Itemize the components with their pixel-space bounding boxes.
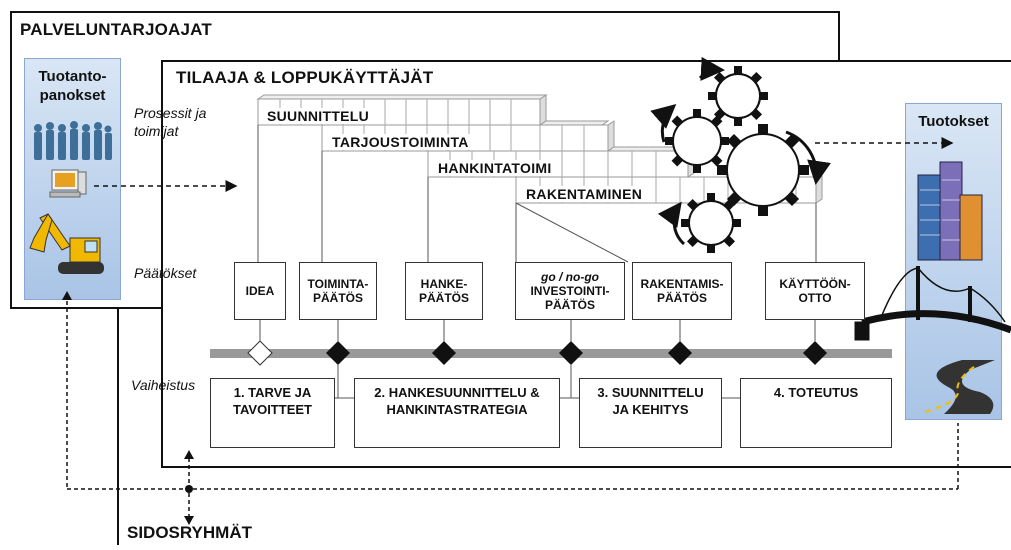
decision-investointipaatos: go / no-go INVESTOINTI- PÄÄTÖS (515, 262, 625, 320)
grid-stems (257, 125, 817, 263)
service-providers-title: PALVELUNTARJOAJAT (20, 20, 212, 39)
milestone-2 (326, 341, 350, 365)
road-icon (908, 360, 995, 414)
lane-decisions-label: Päätökset (134, 265, 197, 281)
phase-1-line2: TAVOITTEET (233, 402, 312, 417)
milestone-3 (432, 341, 456, 365)
gear-icon-bottom (681, 193, 741, 253)
milestones (247, 340, 827, 366)
decision-toimintapaatos: TOIMINTA- PÄÄTÖS (299, 262, 377, 320)
decision-4-line0: go / no-go (541, 270, 599, 284)
inputs-title-line2: panokset (39, 87, 106, 104)
milestone-4 (559, 341, 583, 365)
decision-6-line1: KÄYTTÖÖN- (779, 277, 851, 291)
decision-3-line2: PÄÄTÖS (418, 291, 469, 305)
stakeholders-label: SIDOSRYHMÄT (127, 523, 252, 542)
bridge-icon (854, 266, 1011, 341)
phase-4-line1: 4. TOTEUTUS (773, 385, 859, 400)
excavator-icon (29, 213, 104, 274)
gears-illustration (650, 56, 831, 253)
decision-kayttoonotto: KÄYTTÖÖN- OTTO (765, 262, 865, 320)
decision-3-line1: HANKE- (420, 277, 468, 291)
phase-2: 2. HANKESUUNNITTELU & HANKINTASTRATEGIA (354, 378, 560, 448)
buildings-icon (917, 161, 983, 261)
decision-idea: IDEA (234, 262, 286, 320)
decision-connectors (259, 320, 816, 399)
gear-icon-top (708, 66, 768, 126)
decision-idea-line1: IDEA (245, 284, 275, 298)
phase-3-line1: 3. SUUNNITTELU (597, 385, 704, 400)
decision-2-line2: PÄÄTÖS (312, 291, 363, 305)
decision-4-line1: INVESTOINTI- (530, 284, 610, 298)
outputs-title: Tuotokset (918, 113, 989, 130)
phase-3-line2: JA KEHITYS (612, 402, 689, 417)
client-end-users-title: TILAAJA & LOPPUKÄYTTÄJÄT (176, 68, 434, 87)
rotation-arrows (650, 56, 831, 246)
process-label-3: HANKINTATOIMI (436, 160, 554, 176)
process-label-2: TARJOUSTOIMINTA (330, 134, 471, 150)
lane-processes-line1: Prosessit ja (134, 105, 207, 121)
phase-1: 1. TARVE JA TAVOITTEET (210, 378, 335, 448)
decision-2-line1: TOIMINTA- (307, 277, 369, 291)
computer-icon (49, 169, 87, 198)
lane-processes-label: Prosessit ja toimijat (134, 104, 206, 140)
phase-4: 4. TOTEUTUS (740, 378, 892, 448)
timeline-bar (210, 349, 892, 358)
decision-4-line2: PÄÄTÖS (544, 298, 595, 312)
people-icon (34, 121, 112, 160)
decision-rakentamispaatos: RAKENTAMIS- PÄÄTÖS (632, 262, 732, 320)
decision-5-line2: PÄÄTÖS (656, 291, 707, 305)
milestone-6 (803, 341, 827, 365)
phase-3: 3. SUUNNITTELU JA KEHITYS (579, 378, 722, 448)
lane-processes-line2: toimijat (134, 123, 179, 139)
process-label-1: SUUNNITTELU (265, 108, 372, 124)
decision-hankepaatos: HANKE- PÄÄTÖS (405, 262, 483, 320)
loop-junction (185, 485, 193, 493)
phase-2-line2: HANKINTASTRATEGIA (386, 402, 528, 417)
decision-5-line1: RAKENTAMIS- (640, 277, 724, 291)
phase-1-line1: 1. TARVE JA (233, 385, 312, 400)
lane-phases-label: Vaiheistus (131, 377, 196, 393)
process-label-4: RAKENTAMINEN (524, 186, 645, 202)
inputs-title-line1: Tuotanto- (38, 68, 107, 85)
milestone-5 (668, 341, 692, 365)
decision-6-line2: OTTO (798, 291, 832, 305)
gear-icon-left (665, 109, 729, 173)
milestone-idea (247, 340, 273, 366)
phase-2-line1: 2. HANKESUUNNITTELU & (374, 385, 540, 400)
